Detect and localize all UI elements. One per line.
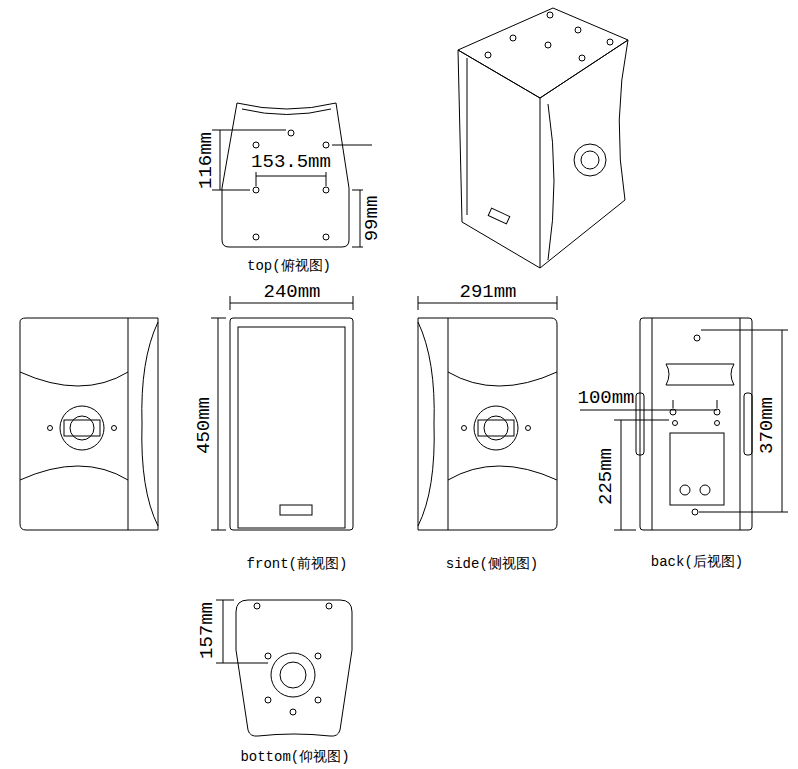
back-view-edge [652, 318, 740, 530]
side-view-curve [20, 372, 128, 480]
dimension-label: 100mm [577, 389, 634, 408]
iso-front-face [458, 50, 540, 268]
mount-hole [323, 187, 329, 193]
mount-hole [462, 426, 467, 431]
top-view-edge [242, 109, 331, 115]
speakon-socket [680, 485, 690, 495]
handle-symbol [60, 406, 104, 450]
handle-symbol [64, 420, 100, 436]
handle-symbol [478, 420, 514, 436]
iso-hole [575, 27, 581, 33]
bottom-view-outline [236, 600, 352, 736]
dimension-line [256, 172, 326, 186]
mount-hole [288, 130, 294, 136]
iso-top-face [458, 8, 628, 98]
iso-hole [607, 39, 613, 45]
iso-hole [510, 35, 516, 41]
dimension-label: 291mm [459, 283, 516, 302]
front-view-outline [230, 318, 353, 530]
side-view-outline [20, 318, 158, 530]
mount-hole [323, 234, 329, 240]
iso-hole [547, 12, 553, 18]
mount-hole [112, 426, 117, 431]
dimension-line [699, 330, 788, 512]
iso-front-edge [467, 58, 468, 215]
mount-hole [253, 234, 259, 240]
iso-hole [545, 42, 551, 48]
dimension-line [216, 600, 268, 663]
back-view-outline [640, 318, 752, 530]
iso-side-face [540, 40, 628, 268]
mount-hole [326, 603, 332, 609]
mount-hole [315, 697, 321, 703]
view-caption: front(前视图) [247, 557, 348, 571]
mount-hole [265, 653, 271, 659]
mount-hole [323, 142, 329, 148]
speakon-socket [700, 485, 710, 495]
view-caption: back(后视图) [651, 555, 743, 569]
mount-hole [290, 709, 296, 715]
iso-hole [579, 55, 585, 61]
view-caption: top(俯视图) [247, 259, 331, 273]
mount-hole [692, 509, 698, 515]
top-view-outline [222, 103, 349, 247]
dimension-label: 153.5mm [251, 153, 331, 172]
mount-hole [265, 697, 271, 703]
iso-handle-inner [581, 151, 599, 169]
side-view-edge [418, 318, 448, 530]
dimension-line [614, 420, 669, 530]
side-view-edge [128, 318, 158, 530]
side-handle [636, 393, 644, 455]
terminal-plate [670, 433, 724, 505]
handle-symbol [474, 406, 518, 450]
mount-hole [526, 426, 531, 431]
mount-hole [315, 653, 321, 659]
mount-hole [715, 421, 720, 426]
pole-socket [280, 662, 306, 688]
side-view-outline [418, 318, 557, 530]
iso-side-edge [548, 104, 554, 260]
mount-hole [694, 335, 700, 341]
mount-hole [48, 426, 53, 431]
mount-hole [254, 603, 260, 609]
mount-hole [253, 187, 259, 193]
dimension-label: 370mm [758, 396, 777, 453]
dimension-label: 240mm [263, 283, 320, 302]
dimension-label: 450mm [195, 396, 214, 453]
mount-hole [673, 421, 678, 426]
front-logo [280, 505, 312, 515]
iso-logo [488, 208, 510, 224]
view-caption: bottom(仰视图) [240, 750, 349, 764]
iso-hole [485, 52, 491, 58]
pole-socket [271, 653, 315, 697]
side-view-curve [448, 372, 557, 480]
handle-recess [666, 364, 734, 385]
line-work [20, 8, 788, 736]
iso-handle [574, 144, 606, 176]
dimension-label: 157mm [198, 601, 217, 658]
dimension-label: 99mm [363, 195, 382, 241]
side-handle [744, 393, 752, 455]
view-caption: side(侧视图) [446, 557, 538, 571]
dimension-label: 116mm [197, 131, 216, 188]
dimension-label: 225mm [597, 447, 616, 504]
mount-hole [253, 142, 259, 148]
front-grille [238, 327, 345, 528]
